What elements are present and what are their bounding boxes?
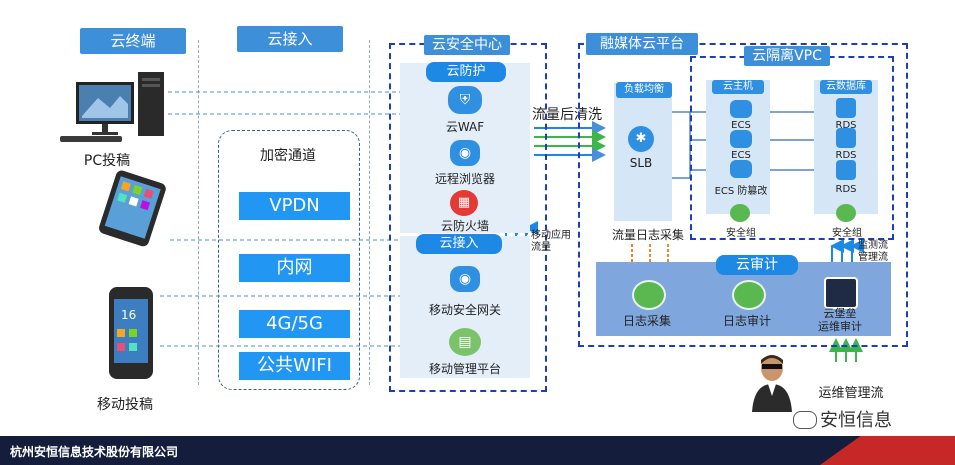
- admin-person-icon: [752, 355, 792, 412]
- bastion-icon: [824, 277, 858, 309]
- log-audit-icon: [732, 280, 766, 310]
- security-group-icon: [836, 204, 856, 222]
- rds-label-1: RDS: [835, 120, 857, 131]
- watermark-logo-icon: [793, 411, 817, 429]
- media-platform-title: 融媒体云平台: [586, 33, 698, 55]
- database-icon: [836, 128, 856, 148]
- bastion-label: 云堡垒 运维审计: [818, 307, 862, 333]
- channel-intranet: 内网: [239, 254, 350, 282]
- column-header-access: 云接入: [237, 26, 343, 52]
- cloud-protection-title: 云防护: [426, 62, 506, 82]
- log-collect-icon: [632, 280, 666, 310]
- watermark-text: 安恒信息: [820, 410, 892, 431]
- encrypted-channel-title: 加密通道: [260, 148, 316, 164]
- mobile-phone-icon: 16: [109, 287, 153, 379]
- pc-workstation-icon: [60, 72, 164, 142]
- security-group-icon: [730, 204, 750, 222]
- host-column-title: 云主机: [712, 80, 764, 94]
- mobile-mgmt-icon: ▤: [449, 328, 481, 356]
- vpc-title: 云隔离VPC: [744, 46, 830, 66]
- mobile-mgmt-label: 移动管理平台: [428, 362, 501, 376]
- ecs-icon: [730, 100, 752, 118]
- waf-icon: ⛨: [448, 86, 482, 114]
- media-platform-box: [578, 43, 908, 347]
- traffic-log-label: 流量日志采集: [611, 228, 684, 242]
- tablet-icon: [99, 170, 166, 247]
- ecs-icon: [730, 130, 752, 148]
- remote-browser-icon: ◉: [450, 140, 480, 166]
- footer-bar: [0, 436, 955, 465]
- security-group-label-2: 安全组: [832, 228, 862, 239]
- mobile-traffic-label: 移动应用 流量: [531, 230, 571, 253]
- security-center-title: 云安全中心: [424, 35, 510, 55]
- monitor-flow-label: 监测流 管理流: [858, 240, 888, 263]
- db-column-title: 云数据库: [820, 80, 872, 94]
- firewall-icon: ▦: [450, 190, 478, 216]
- flow-clean-label: 流量后清洗: [532, 107, 602, 123]
- slb-icon: ✱: [628, 126, 654, 152]
- ops-flow-label: 运维管理流: [818, 386, 884, 401]
- column-header-terminal: 云终端: [80, 28, 186, 54]
- rds-label-3: RDS: [835, 184, 857, 195]
- mobile-gateway-icon: ◉: [450, 266, 480, 292]
- cloud-access-title: 云接入: [416, 234, 502, 254]
- separator-2: [369, 40, 370, 385]
- ecs-label-3: ECS 防篡改: [714, 186, 768, 197]
- load-balancer-title: 负载均衡: [616, 82, 672, 98]
- ecs-icon: [730, 160, 752, 178]
- load-balancer-panel: [614, 83, 672, 221]
- channel-public-wifi: 公共WIFI: [239, 352, 350, 380]
- channel-vpdn: VPDN: [239, 192, 350, 220]
- device-label-mobile: 移动投稿: [97, 397, 153, 413]
- slb-label: SLB: [629, 156, 653, 170]
- security-group-label-1: 安全组: [726, 228, 756, 239]
- waf-label: 云WAF: [445, 120, 485, 134]
- firewall-label: 云防火墙: [440, 219, 489, 233]
- database-icon: [836, 160, 856, 180]
- footer-company: 杭州安恒信息技术股份有限公司: [10, 445, 179, 459]
- mobile-gateway-label: 移动安全网关: [428, 303, 501, 317]
- device-label-pc: PC投稿: [83, 153, 131, 169]
- log-audit-label: 日志审计: [722, 314, 771, 328]
- separator-1: [198, 40, 199, 385]
- database-icon: [836, 98, 856, 118]
- log-collect-label: 日志采集: [622, 314, 671, 328]
- remote-browser-label: 远程浏览器: [434, 172, 495, 186]
- ecs-label-2: ECS: [731, 150, 751, 161]
- svg-text:16: 16: [121, 308, 136, 322]
- rds-label-2: RDS: [835, 150, 857, 161]
- audit-title: 云审计: [716, 255, 798, 275]
- ecs-label-1: ECS: [731, 120, 751, 131]
- encrypted-channel-box: [218, 130, 360, 390]
- channel-4g5g: 4G/5G: [239, 310, 350, 338]
